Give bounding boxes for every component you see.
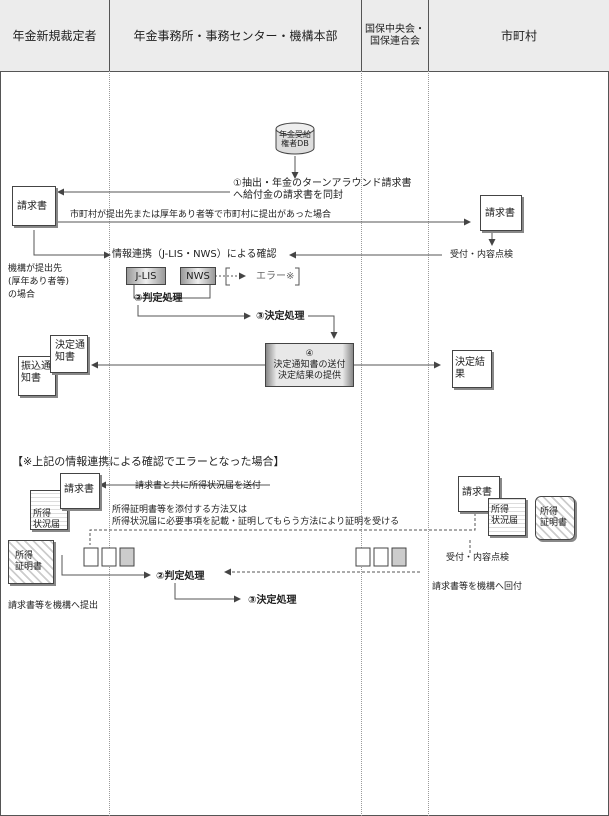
step1-line2: へ給付金の請求書を同封 [233,190,343,201]
lane-guide [361,71,362,816]
applicant-income-status-line2: 状況届 [33,520,61,530]
city-income-cert-line1: 所得 [540,507,559,517]
step4-line2: 決定結果の提供 [277,370,341,381]
lane-title-kokuho-line2: 国保連合会 [370,35,420,47]
error-label: エラー※ [256,271,295,282]
step4-box: ④ 決定通知書の送付 決定結果の提供 [265,343,354,387]
applicant-claim-document: 請求書 [60,473,100,509]
city-income-status-line1: 所得 [491,505,510,515]
step1-line1: ①抽出・年金のターンアラウンド請求書 [233,178,412,189]
transfer-notice-line2: 知書 [21,373,41,384]
lane-guide [428,71,429,816]
db-cylinder-icon [275,122,315,155]
lane-title-kokuho: 国保中央会・ 国保連合会 [362,0,428,71]
applicant-income-cert-line1: 所得 [15,551,34,561]
decision-result-document: 決定結果 [452,350,492,388]
forward-note: 請求書等を機構へ回付 [432,582,523,592]
info-link-label: 情報連携（J-LIS・NWS）による確認 [112,249,277,260]
decision-notice-document: 決定通 知書 [50,335,88,373]
decision-notice-line1: 決定通 [55,340,85,351]
city-reception-2: 受付・内容点検 [446,553,510,563]
claim-document: 請求書 [12,186,56,226]
lane-title-applicant: 年金新規裁定者 [12,28,97,43]
nws-box: NWS [180,267,216,285]
step4-line1: 決定通知書の送付 [273,359,346,370]
kikou-note-line2: (厚年あり者等) [8,277,70,287]
db-label-line1: 年金受給 [279,130,311,139]
city-income-status-document: 所得 状況届 [488,498,526,536]
method-note-line2: 所得状況届に必要事項を記載・証明してもらう方法により証明を受ける [112,517,400,527]
db-label-line2: 権者DB [281,139,309,148]
jlis-box: J-LIS [126,267,166,285]
kikou-note-line3: の場合 [8,290,36,300]
decide-label-2: ③決定処理 [248,595,297,606]
kikou-note-line1: 機構が提出先 [8,264,63,274]
lane-guide [109,71,110,816]
step4-num: ④ [305,348,314,359]
applicant-income-cert-line2: 証明書 [15,562,43,572]
judge-label-2: ②判定処理 [156,571,205,582]
kikou-note: 機構が提出先 (厚年あり者等) の場合 [8,263,69,302]
lane-divider [428,0,429,71]
city-submit-note: 市町村が提出先または厚年あり者等で市町村に提出があった場合 [70,210,332,220]
transfer-notice-line1: 振込通 [21,361,51,372]
lane-title-municipality: 市町村 [500,28,537,43]
city-claim-document-2: 請求書 [458,476,500,512]
submit-note: 請求書等を機構へ提出 [8,601,99,611]
applicant-income-status-line1: 所得 [33,509,52,519]
lane-divider [361,0,362,71]
lane-title-kokuho-line1: 国保中央会・ [365,23,425,35]
lane-divider [109,0,110,71]
city-income-status-line2: 状況届 [491,516,519,526]
transfer-notice-document: 振込通 知書 [18,356,56,396]
db-label: 年金受給 権者DB [278,130,312,148]
method-note-line1: 所得証明書等を添付する方法又は [112,505,248,515]
city-reception: 受付・内容点検 [450,250,514,260]
applicant-income-status-document: 所得 状況届 [30,490,68,530]
judge-label: ②判定処理 [134,293,183,304]
city-income-cert-line2: 証明書 [540,518,568,528]
city-income-certificate-document: 所得 証明書 [535,496,575,540]
decide-label: ③決定処理 [256,311,305,322]
applicant-income-certificate-document: 所得 証明書 [8,540,54,584]
attach-note: 請求書と共に所得状況届を送付 [135,481,262,491]
decision-notice-line2: 知書 [55,352,75,363]
method-note: 所得証明書等を添付する方法又は 所得状況届に必要事項を記載・証明してもらう方法に… [112,504,399,528]
city-claim-document: 請求書 [480,195,522,231]
error-section-title: 【※上記の情報連携による確認でエラーとなった場合】 [12,455,285,468]
lane-title-pension-office: 年金事務所・事務センター・機構本部 [133,28,338,43]
swimlane-header [0,0,609,72]
